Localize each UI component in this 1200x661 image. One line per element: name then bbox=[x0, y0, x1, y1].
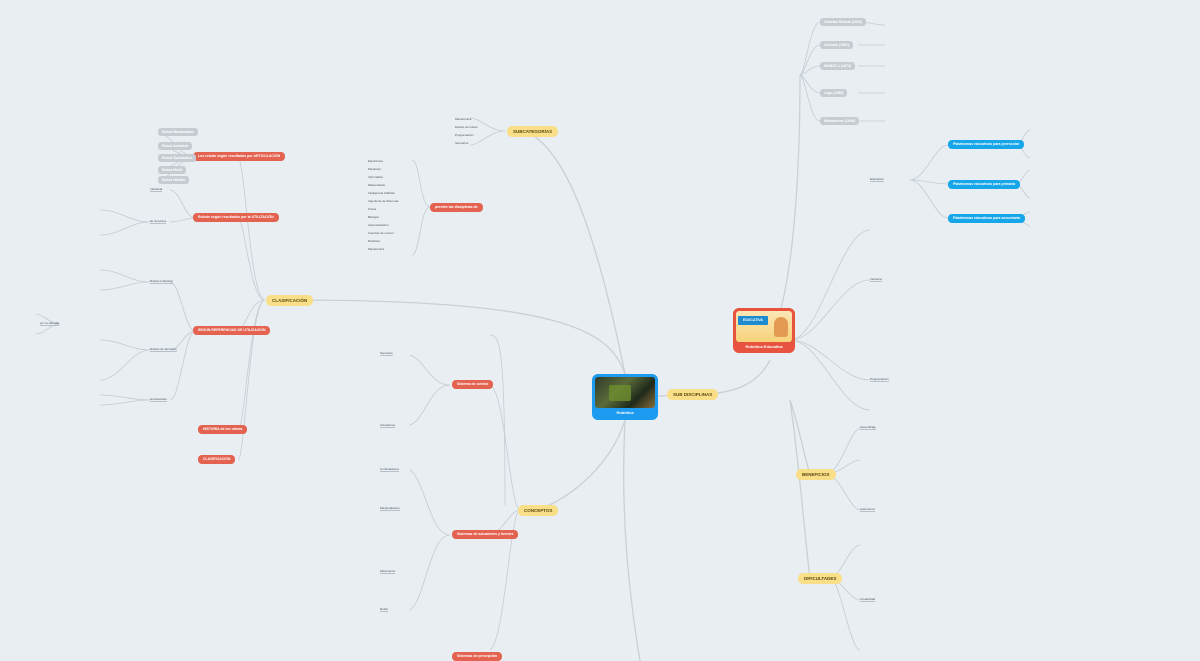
discipline-item[interactable]: Automatización bbox=[368, 223, 389, 227]
topic-subcategorias[interactable]: SUBCATEGORÍAS bbox=[507, 126, 559, 137]
blue-secundaria[interactable]: Plataformas educativas para secundaria bbox=[948, 214, 1025, 223]
right-label[interactable]: Aprendizaje bbox=[860, 425, 876, 430]
central-image bbox=[595, 377, 655, 408]
blue-primaria[interactable]: Plataformas educativas para primaria bbox=[948, 180, 1021, 189]
right-label[interactable]: Programación bbox=[870, 377, 889, 382]
label-tamano[interactable]: por su tamaño bbox=[40, 321, 60, 326]
concept-label[interactable]: Manipuladores bbox=[380, 506, 400, 511]
right-label[interactable]: Autonomía bbox=[860, 507, 875, 512]
grey-wabot[interactable]: WABOT-1 (1973) bbox=[820, 62, 856, 70]
sub-percepcion[interactable]: Sistemas de percepción bbox=[452, 652, 503, 661]
grey-mindstorms[interactable]: Mindstorms (1998) bbox=[820, 117, 859, 125]
concept-label[interactable]: Controladores bbox=[380, 467, 399, 472]
grey-manipulador[interactable]: Robot Manipulador bbox=[158, 128, 198, 136]
sub-item[interactable]: Diseño de robots bbox=[455, 125, 478, 129]
grey-hibrido[interactable]: Robot Híbrido bbox=[158, 176, 190, 184]
grey-cubetas[interactable]: Cubetas Robots (1954) bbox=[820, 18, 866, 26]
concept-label[interactable]: Sensores bbox=[380, 351, 393, 356]
kid-illustration bbox=[774, 317, 788, 337]
label-robots-industrial[interactable]: Robots Industrial bbox=[150, 279, 173, 284]
label-humanoides[interactable]: Humanoides bbox=[150, 397, 167, 402]
label-industrial[interactable]: Industrial bbox=[150, 187, 163, 192]
sub-clasificacion[interactable]: CLASIFICACIÓN bbox=[198, 455, 236, 464]
sub-item[interactable]: Mecatrónica bbox=[455, 117, 472, 121]
concept-label[interactable]: Movimiento bbox=[380, 569, 396, 574]
featured-topic[interactable]: EDUCATIVA Robótica Educativa bbox=[733, 308, 795, 353]
topic-conceptos[interactable]: CONCEPTOS bbox=[518, 505, 559, 516]
grey-androide[interactable]: Robot Androide bbox=[158, 142, 193, 150]
discipline-item[interactable]: Ciencias de control bbox=[368, 231, 394, 235]
concept-label[interactable]: Actuadores bbox=[380, 423, 396, 428]
grey-movil[interactable]: Robot Móvil bbox=[158, 166, 187, 174]
sub-disciplinas[interactable]: permite las disciplinas de bbox=[430, 203, 483, 212]
sub-item[interactable]: Sensórica bbox=[455, 141, 469, 145]
concept-label[interactable]: Robot bbox=[380, 607, 389, 612]
topic-subdisciplinas[interactable]: SUB DISCIPLINAS bbox=[667, 389, 719, 400]
discipline-item[interactable]: Electrónica bbox=[368, 159, 383, 163]
sub-item[interactable]: Programación bbox=[455, 133, 474, 137]
discipline-item[interactable]: Ingeniería de Sistemas bbox=[368, 199, 399, 203]
featured-label: Robótica Educativa bbox=[745, 344, 783, 349]
discipline-item[interactable]: Mecatrónica bbox=[368, 247, 385, 251]
featured-image: EDUCATIVA bbox=[736, 311, 792, 342]
label-servicios[interactable]: de Servicios bbox=[150, 219, 167, 224]
discipline-item[interactable]: Biología bbox=[368, 215, 379, 219]
topic-clasificacion[interactable]: CLASIFICACIÓN bbox=[266, 295, 314, 306]
grey-unimate[interactable]: Unimate (1961) bbox=[820, 41, 853, 49]
sub-utilizacion[interactable]: Robots según resultados por la UTILIZACI… bbox=[193, 213, 279, 222]
right-label[interactable]: Industria bbox=[870, 277, 882, 282]
featured-banner: EDUCATIVA bbox=[738, 316, 768, 325]
right-label[interactable]: Educación bbox=[870, 177, 885, 182]
grey-lego[interactable]: Lego (1980) bbox=[820, 89, 848, 97]
sub-historia[interactable]: HISTORIA de los robots bbox=[198, 425, 248, 434]
discipline-item[interactable]: Inteligencia Artificial bbox=[368, 191, 395, 195]
discipline-item[interactable]: Física bbox=[368, 207, 377, 211]
right-label[interactable]: Creatividad bbox=[860, 597, 876, 602]
topic-dificultades[interactable]: DIFICULTADES bbox=[798, 573, 843, 584]
discipline-item[interactable]: Matemáticas bbox=[368, 183, 386, 187]
sub-actuadores[interactable]: Sistemas de actuadores y fuentes bbox=[452, 530, 519, 539]
topic-beneficios[interactable]: BENEFICIOS bbox=[796, 469, 836, 480]
label-robots-servicios[interactable]: Robots de Servicios bbox=[150, 347, 177, 352]
sub-control[interactable]: Sistema de control bbox=[452, 380, 494, 389]
blue-preescolar[interactable]: Plataformas educativas para preescolar bbox=[948, 140, 1025, 149]
discipline-item[interactable]: Robótica bbox=[368, 239, 380, 243]
central-topic[interactable]: Robótica bbox=[592, 374, 658, 420]
discipline-item[interactable]: Informática bbox=[368, 175, 383, 179]
central-label: Robótica bbox=[616, 410, 634, 415]
sub-articulacion[interactable]: Los robots según resultados por ARTICULA… bbox=[193, 152, 286, 161]
sub-referencias[interactable]: SEGÚN REFERENCIAS DE UTILIZACIÓN bbox=[193, 326, 271, 335]
grey-zoomorfico[interactable]: Robot Zoomórfico bbox=[158, 154, 197, 162]
discipline-item[interactable]: Mecánica bbox=[368, 167, 381, 171]
